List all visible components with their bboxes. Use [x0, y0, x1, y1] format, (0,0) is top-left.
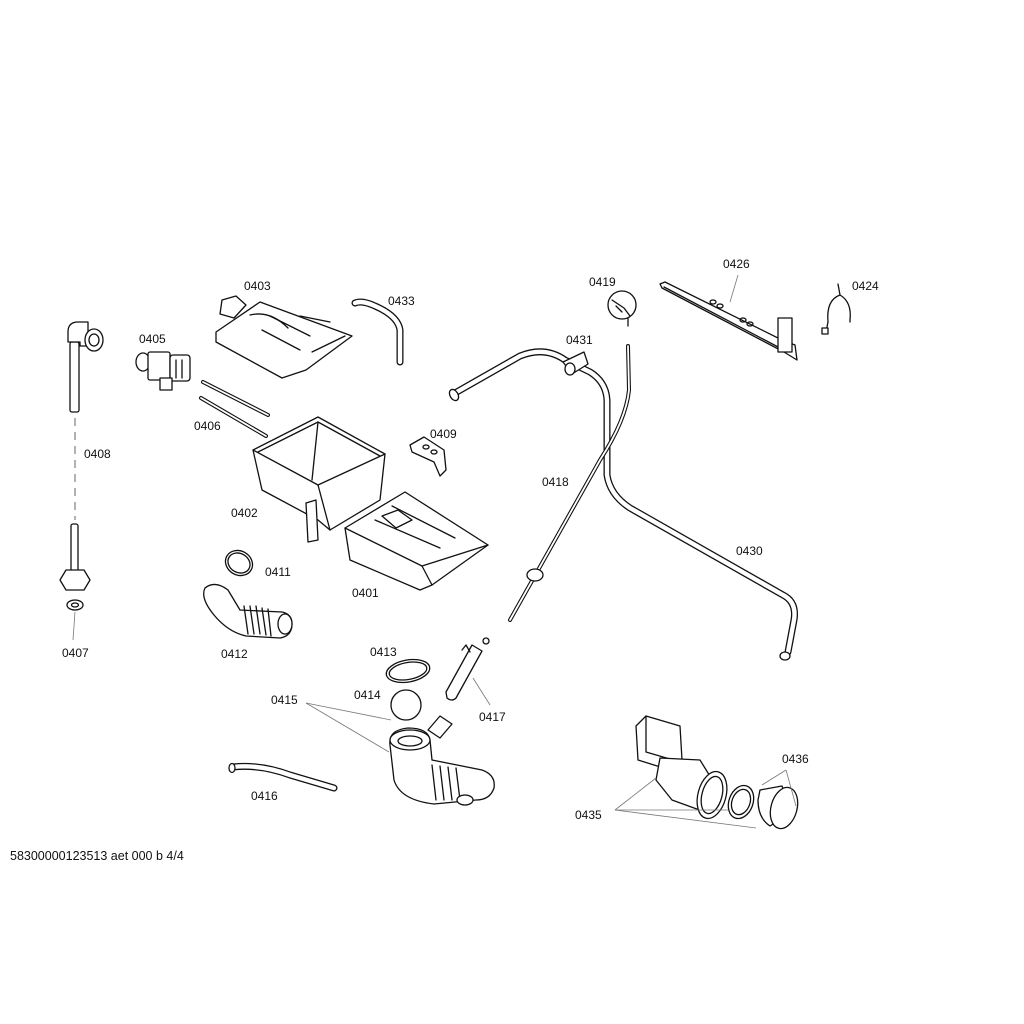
part-0419-drawing: [607, 290, 637, 327]
document-id-footer: 58300000123513 aet 000 b 4/4: [10, 849, 184, 863]
label-0409: 0409: [430, 427, 457, 441]
label-0418: 0418: [542, 475, 569, 489]
part-0424-drawing: [821, 283, 851, 335]
label-0419: 0419: [589, 275, 616, 289]
part-0401-drawing: [344, 491, 489, 591]
part-0403-drawing: [215, 295, 353, 379]
label-0436: 0436: [782, 752, 809, 766]
label-0413: 0413: [370, 645, 397, 659]
part-0414-drawing: [390, 689, 422, 721]
part-0411-drawing: [224, 549, 254, 577]
label-0412: 0412: [221, 647, 248, 661]
label-0426: 0426: [723, 257, 750, 271]
part-0417-drawing: [445, 637, 491, 706]
label-0406: 0406: [194, 419, 221, 433]
label-0408: 0408: [84, 447, 111, 461]
part-0413-drawing: [385, 658, 431, 684]
label-0431: 0431: [566, 333, 593, 347]
label-0414: 0414: [354, 688, 381, 702]
part-0418-drawing: [508, 344, 632, 622]
part-0426-drawing: [659, 274, 798, 361]
label-0402: 0402: [231, 506, 258, 520]
part-0415-drawing: [305, 702, 495, 806]
part-0407-drawing: [66, 599, 84, 641]
part-0408-drawing: [59, 321, 104, 591]
label-0417: 0417: [479, 710, 506, 724]
label-0411: 0411: [265, 565, 291, 579]
label-0401: 0401: [352, 586, 379, 600]
part-0430-drawing: [448, 348, 798, 661]
part-0409-drawing: [409, 436, 447, 477]
part-0431-drawing: [562, 351, 589, 376]
part-0436-drawing: [727, 769, 799, 830]
part-0412-drawing: [203, 583, 293, 639]
part-0402-drawing: [252, 416, 386, 543]
part-0433-drawing: [351, 298, 404, 366]
label-0407: 0407: [62, 646, 89, 660]
part-0406-drawing: [199, 380, 270, 438]
label-0435: 0435: [575, 808, 602, 822]
label-0405: 0405: [139, 332, 166, 346]
label-0416: 0416: [251, 789, 278, 803]
part-0435-drawing: [614, 715, 757, 829]
part-0405-drawing: [135, 351, 191, 391]
label-0424: 0424: [852, 279, 879, 293]
label-0415: 0415: [271, 693, 298, 707]
label-0430: 0430: [736, 544, 763, 558]
label-0403: 0403: [244, 279, 271, 293]
label-0433: 0433: [388, 294, 415, 308]
part-0416-drawing: [228, 762, 338, 792]
